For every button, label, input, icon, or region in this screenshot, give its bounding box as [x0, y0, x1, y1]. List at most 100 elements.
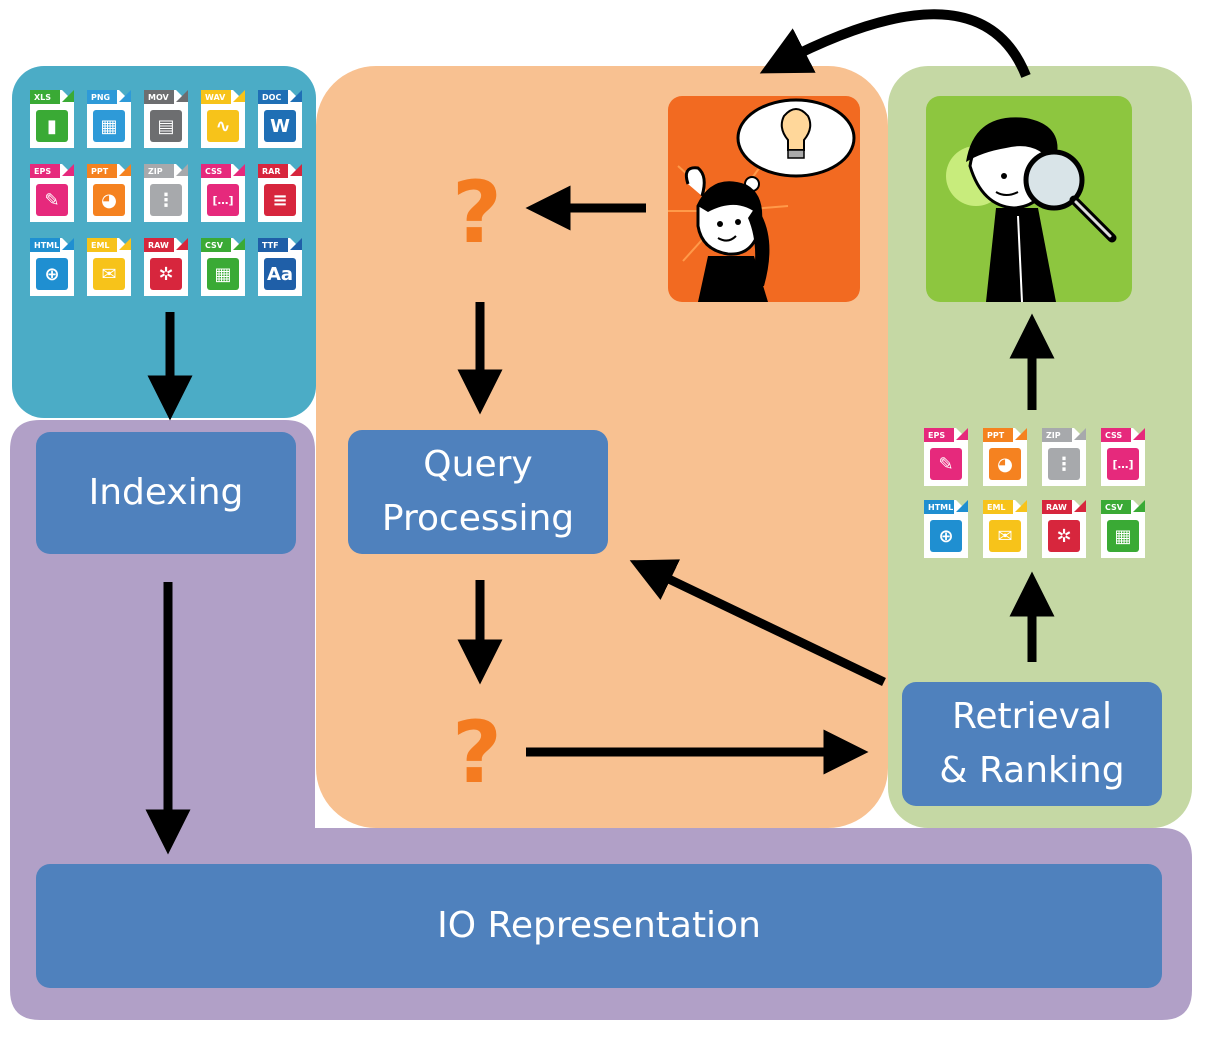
chart-icon: ▮: [36, 110, 68, 142]
file-tag-background: [144, 90, 174, 104]
stack-icon: ≡: [264, 184, 296, 216]
file-corner: [233, 238, 245, 250]
file-corner: [119, 164, 131, 176]
file-type-label: RAR: [262, 167, 281, 176]
file-type-label: HTML: [928, 503, 954, 512]
file-type-label: RAW: [1046, 503, 1067, 512]
file-corner: [1133, 428, 1145, 440]
brackets-icon: […]: [207, 184, 239, 216]
css-file-icon: CSS […]: [1101, 428, 1145, 486]
pie-icon: ◕: [989, 448, 1021, 480]
file-type-label: EPS: [928, 431, 946, 440]
file-corner: [176, 238, 188, 250]
file-corner: [956, 428, 968, 440]
file-tag-background: [924, 428, 954, 442]
file-tag-background: [201, 90, 231, 104]
query-label-line1: Query: [423, 444, 533, 485]
io-label: IO Representation: [437, 905, 761, 946]
magnifier-icon: [1023, 149, 1117, 243]
file-corner: [956, 500, 968, 512]
file-tag-background: [87, 164, 117, 178]
html-file-icon: HTML ⊕: [924, 500, 968, 558]
thinking-user-illustration: [668, 96, 860, 302]
html-file-icon: HTML⊕: [30, 238, 74, 296]
table-icon: ▦: [207, 258, 239, 290]
file-corner: [176, 164, 188, 176]
file-corner: [62, 90, 74, 102]
file-corner: [290, 164, 302, 176]
file-type-label: ZIP: [1046, 431, 1061, 440]
ttf-file-icon: TTF Aa: [258, 238, 302, 296]
file-corner: [1015, 428, 1027, 440]
indexing-label: Indexing: [88, 472, 244, 513]
file-type-label: XLS: [34, 93, 52, 102]
film-icon: ▤: [150, 110, 182, 142]
file-type-label: EPS: [34, 167, 52, 176]
io-representation-box: IO Representation: [36, 864, 1162, 988]
wav-file-icon: WAV ∿: [201, 90, 245, 148]
file-tag-background: [1101, 500, 1131, 514]
css-file-icon: CSS[…]: [201, 164, 245, 222]
file-tag-background: [87, 238, 117, 252]
file-tag-background: [30, 90, 60, 104]
mail-icon: ✉: [93, 258, 125, 290]
eps-file-icon: EPS ✎: [30, 164, 74, 222]
vector-icon: ✎: [930, 448, 962, 480]
question-mark-top: ?: [452, 163, 502, 263]
aperture-icon: ✲: [150, 258, 182, 290]
file-type-label: PPT: [91, 167, 109, 176]
eps-file-icon: EPS ✎: [924, 428, 968, 486]
table-icon: ▦: [1107, 520, 1139, 552]
file-type-label: MOV: [148, 93, 169, 102]
png-file-icon: PNG▦: [87, 90, 131, 148]
file-corner: [62, 164, 74, 176]
eml-file-icon: EML✉: [983, 500, 1027, 558]
file-tag-background: [258, 238, 288, 252]
font-icon: Aa: [264, 258, 296, 290]
file-tag-background: [144, 238, 174, 252]
file-tag-background: [144, 164, 174, 178]
zip-file-icon: ZIP⋮: [1042, 428, 1086, 486]
file-corner: [119, 90, 131, 102]
file-corner: [176, 90, 188, 102]
query-processing-box: Query Processing: [348, 430, 608, 554]
file-corner: [1133, 500, 1145, 512]
file-type-label: CSV: [1105, 503, 1123, 512]
raw-file-icon: RAW✲: [1042, 500, 1086, 558]
file-tag-background: [1042, 428, 1072, 442]
file-type-label: WAV: [205, 93, 226, 102]
person-head-icon: [684, 166, 770, 302]
file-tag-background: [30, 238, 60, 252]
file-type-label: RAW: [148, 241, 169, 250]
ppt-file-icon: PPT◕: [983, 428, 1027, 486]
globe-icon: ⊕: [930, 520, 962, 552]
wave-icon: ∿: [207, 110, 239, 142]
file-corner: [290, 238, 302, 250]
file-type-label: CSV: [205, 241, 223, 250]
ppt-file-icon: PPT◕: [87, 164, 131, 222]
file-tag-background: [87, 90, 117, 104]
zip-icon: ⋮: [150, 184, 182, 216]
file-corner: [233, 164, 245, 176]
retrieval-label-line1: Retrieval: [952, 696, 1112, 737]
file-tag-background: [30, 164, 60, 178]
file-tag-background: [924, 500, 954, 514]
file-type-label: TTF: [262, 241, 279, 250]
brackets-icon: […]: [1107, 448, 1139, 480]
file-corner: [233, 90, 245, 102]
file-corner: [1074, 428, 1086, 440]
zip-file-icon: ZIP⋮: [144, 164, 188, 222]
arrow-feedback-curve: [759, 9, 1031, 78]
file-tag-background: [258, 164, 288, 178]
searching-user-illustration: [926, 96, 1132, 302]
file-type-label: CSS: [1105, 431, 1123, 440]
query-label-line2: Processing: [381, 498, 575, 539]
vector-icon: ✎: [36, 184, 68, 216]
file-corner: [62, 238, 74, 250]
xls-file-icon: XLS ▮: [30, 90, 74, 148]
retrieval-label-line2: & Ranking: [939, 750, 1125, 791]
file-corner: [290, 90, 302, 102]
file-corner: [119, 238, 131, 250]
